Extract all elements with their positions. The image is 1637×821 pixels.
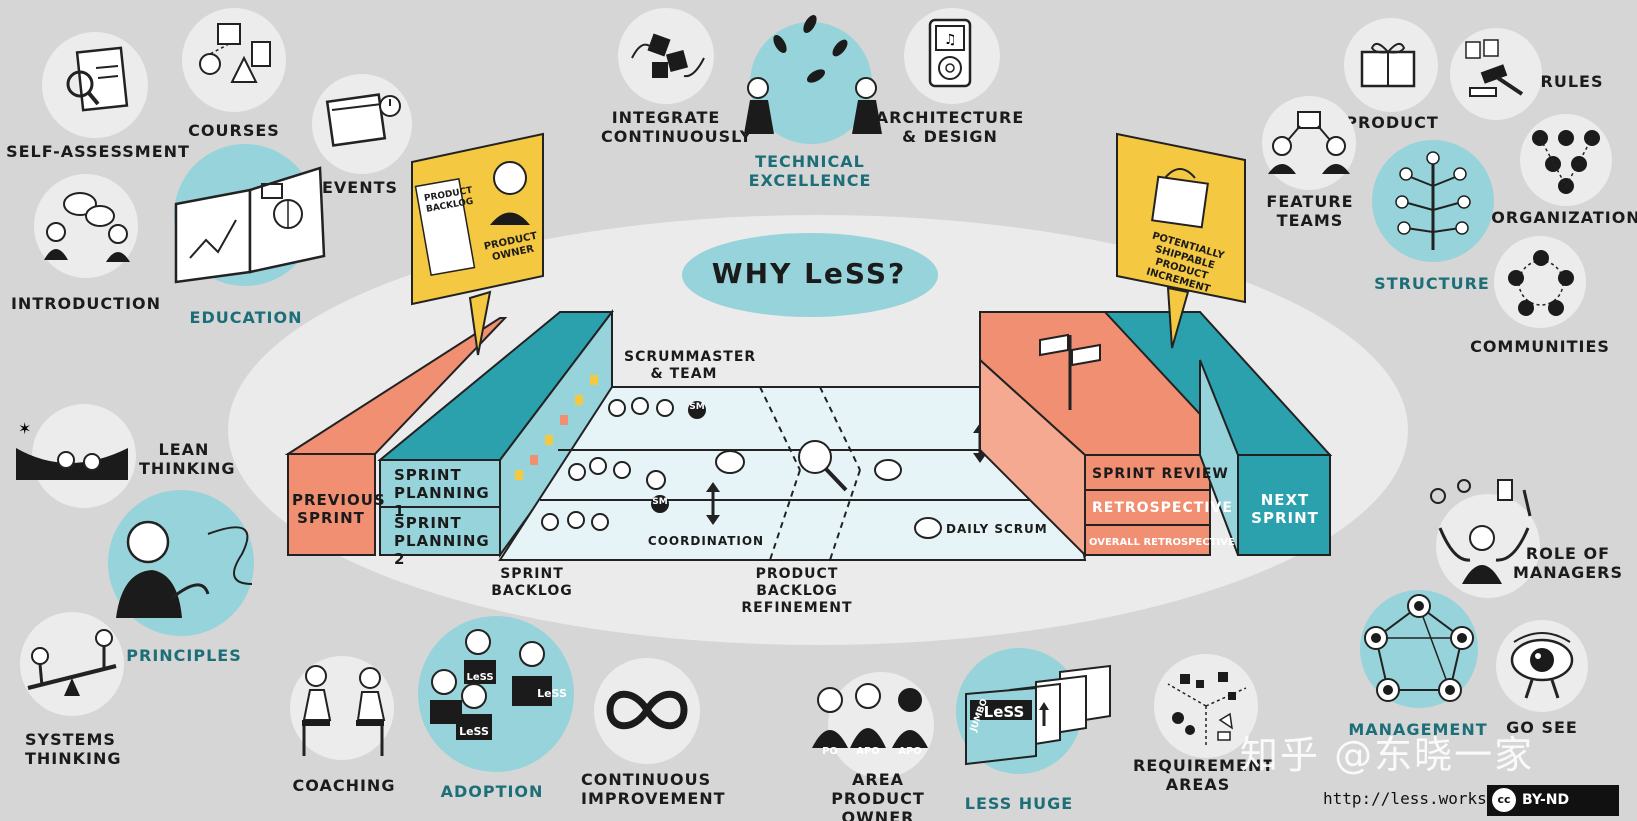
introduction-label[interactable]: INTRODUCTION (10, 294, 162, 313)
adoption-badge-1: LeSS (466, 672, 494, 683)
adoption-label[interactable]: ADOPTION (440, 782, 544, 801)
sm-badge-2: SM (652, 497, 668, 507)
less-works-link[interactable]: http://less.works (1323, 789, 1487, 808)
conversation-icon (44, 192, 130, 262)
cc-icon: cc (1492, 788, 1516, 812)
management-label[interactable]: MANAGEMENT (1348, 720, 1488, 739)
area-product-owner-label[interactable]: AREA PRODUCT OWNER (831, 770, 925, 821)
daily-scrum-label: DAILY SCRUM (946, 522, 1048, 536)
island-icon: ✶ (16, 419, 128, 480)
clipboard-icon (66, 46, 129, 112)
apo-badge-1: APO (856, 746, 880, 757)
open-book-icon (174, 166, 326, 284)
education-label[interactable]: EDUCATION (189, 308, 303, 327)
sprint-review-label: SPRINT REVIEW (1092, 466, 1229, 482)
coaching-icon (302, 665, 386, 756)
puzzle-hands-icon (631, 33, 705, 78)
eye-icon (1510, 632, 1574, 699)
gift-icon (1360, 42, 1416, 88)
overall-retrospective-label: OVERALL RETROSPECTIVE (1089, 537, 1235, 548)
apo-badge-2: APO (898, 746, 922, 757)
organization-label[interactable]: ORGANIZATION (1491, 208, 1637, 227)
adoption-badge-3: LeSS (459, 725, 489, 738)
technical-excellence-label[interactable]: TECHNICAL EXCELLENCE (748, 152, 872, 190)
sprint-backlog-label: SPRINT BACKLOG (491, 566, 573, 599)
less-huge-label[interactable]: LESS HUGE (964, 794, 1074, 813)
management-network-icon (1364, 594, 1474, 702)
principles-label[interactable]: PRINCIPLES (126, 646, 242, 665)
architecture-label[interactable]: ARCHITECTURE & DESIGN (875, 108, 1025, 146)
retrospective-label: RETROSPECTIVE (1092, 500, 1233, 516)
org-chart-icon (1532, 130, 1600, 194)
requirement-areas-label[interactable]: REQUIREMENT AREAS (1133, 756, 1275, 794)
requirement-areas-icon (1167, 672, 1247, 746)
juggling-icon (744, 14, 882, 134)
page-title: WHY LeSS? (711, 257, 907, 290)
seesaw-icon (27, 629, 117, 696)
sprint-planning-1-label: SPRINT PLANNING 1 (394, 466, 490, 520)
less-box-label: LeSS (983, 703, 1025, 721)
thinker-icon (116, 520, 253, 618)
team-less-icon (430, 629, 552, 740)
integrate-label[interactable]: INTEGRATE CONTINUOUSLY (601, 108, 753, 146)
rules-label[interactable]: RULES (1540, 72, 1604, 91)
license-text: BY-ND (1522, 792, 1570, 808)
next-sprint-label: NEXT SPRINT (1251, 491, 1319, 527)
po-badge: PO (822, 746, 838, 757)
communities-label[interactable]: COMMUNITIES (1470, 337, 1610, 356)
title-oval (682, 233, 938, 317)
area-product-owner-circle (828, 672, 934, 778)
cc-license-badge[interactable]: cc BY-ND (1487, 785, 1619, 816)
adoption-badge-2: LeSS (537, 687, 567, 700)
feature-team-icon (1268, 111, 1350, 174)
ipod-icon: ♫ (928, 18, 972, 88)
jumbo-boxes-icon (965, 664, 1111, 766)
go-see-label[interactable]: GO SEE (1506, 718, 1578, 737)
previous-sprint-label: PREVIOUS SPRINT (292, 491, 386, 527)
coaching-label[interactable]: COACHING (292, 776, 396, 795)
gavel-icon (1465, 39, 1524, 97)
lean-thinking-label[interactable]: LEAN THINKING (139, 440, 236, 478)
coordination-label: COORDINATION (647, 534, 765, 548)
tree-icon (1395, 151, 1471, 250)
svg-text:✶: ✶ (18, 419, 31, 438)
self-assessment-label[interactable]: SELF-ASSESSMENT (6, 142, 190, 161)
systems-thinking-label[interactable]: SYSTEMS THINKING (25, 730, 122, 768)
infinity-icon (606, 690, 688, 730)
calendar-icon (325, 93, 401, 147)
juggling-manager-icon (1430, 479, 1532, 584)
pbr-label: PRODUCT BACKLOG REFINEMENT (741, 566, 853, 616)
structure-label[interactable]: STRUCTURE (1374, 274, 1490, 293)
scrummaster-team-label: SCRUMMASTER & TEAM (624, 349, 757, 382)
sm-badge: SM (689, 402, 705, 412)
watermark: 知乎 @东晓一家 (1240, 733, 1535, 777)
apo-people-icon (812, 683, 928, 748)
feature-teams-label[interactable]: FEATURE TEAMS (1266, 192, 1354, 230)
community-icon (1508, 250, 1574, 316)
shapes-icon (199, 23, 271, 83)
events-label[interactable]: EVENTS (321, 178, 399, 197)
sprint-planning-2-label: SPRINT PLANNING 2 (394, 514, 490, 568)
product-label[interactable]: PRODUCT (1345, 113, 1439, 132)
svg-text:♫: ♫ (944, 32, 957, 48)
role-of-managers-label[interactable]: ROLE OF MANAGERS (1513, 544, 1623, 582)
continuous-improvement-label[interactable]: CONTINUOUS IMPROVEMENT (581, 770, 726, 808)
courses-label[interactable]: COURSES (188, 121, 280, 140)
